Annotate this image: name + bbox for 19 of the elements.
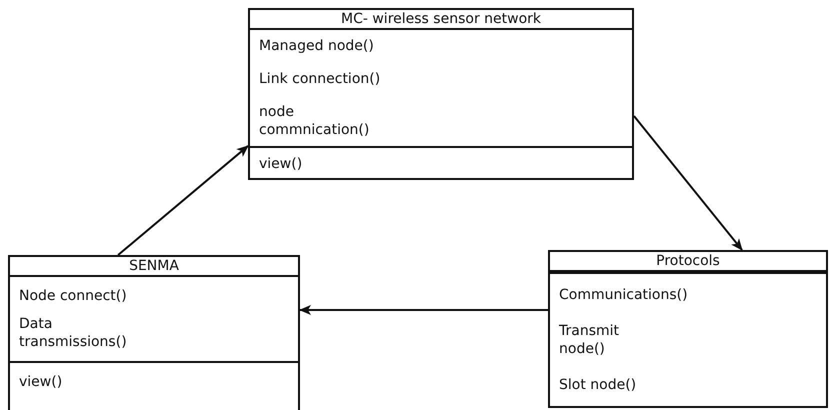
method-name: node commnication() [259,103,369,139]
method-name: Link connection() [259,70,382,88]
arrow [299,304,548,315]
arrow [117,145,249,256]
method-name: view() [19,373,64,391]
method-name: Transmit node() [559,322,620,358]
class-name: SENMA [128,257,180,275]
method-name: Communications() [559,286,689,304]
class-box [548,250,828,408]
method-name: Slot node() [559,376,638,394]
method-name: Data transmissions() [19,315,128,351]
class-name: MC- wireless sensor network [340,10,542,28]
method-name: view() [259,155,304,173]
arrow [633,115,743,251]
class-box [8,255,300,410]
class-box [248,8,634,180]
method-name: Node connect() [19,287,128,305]
method-name: Managed node() [259,37,375,55]
class-name: Protocols [655,252,721,270]
